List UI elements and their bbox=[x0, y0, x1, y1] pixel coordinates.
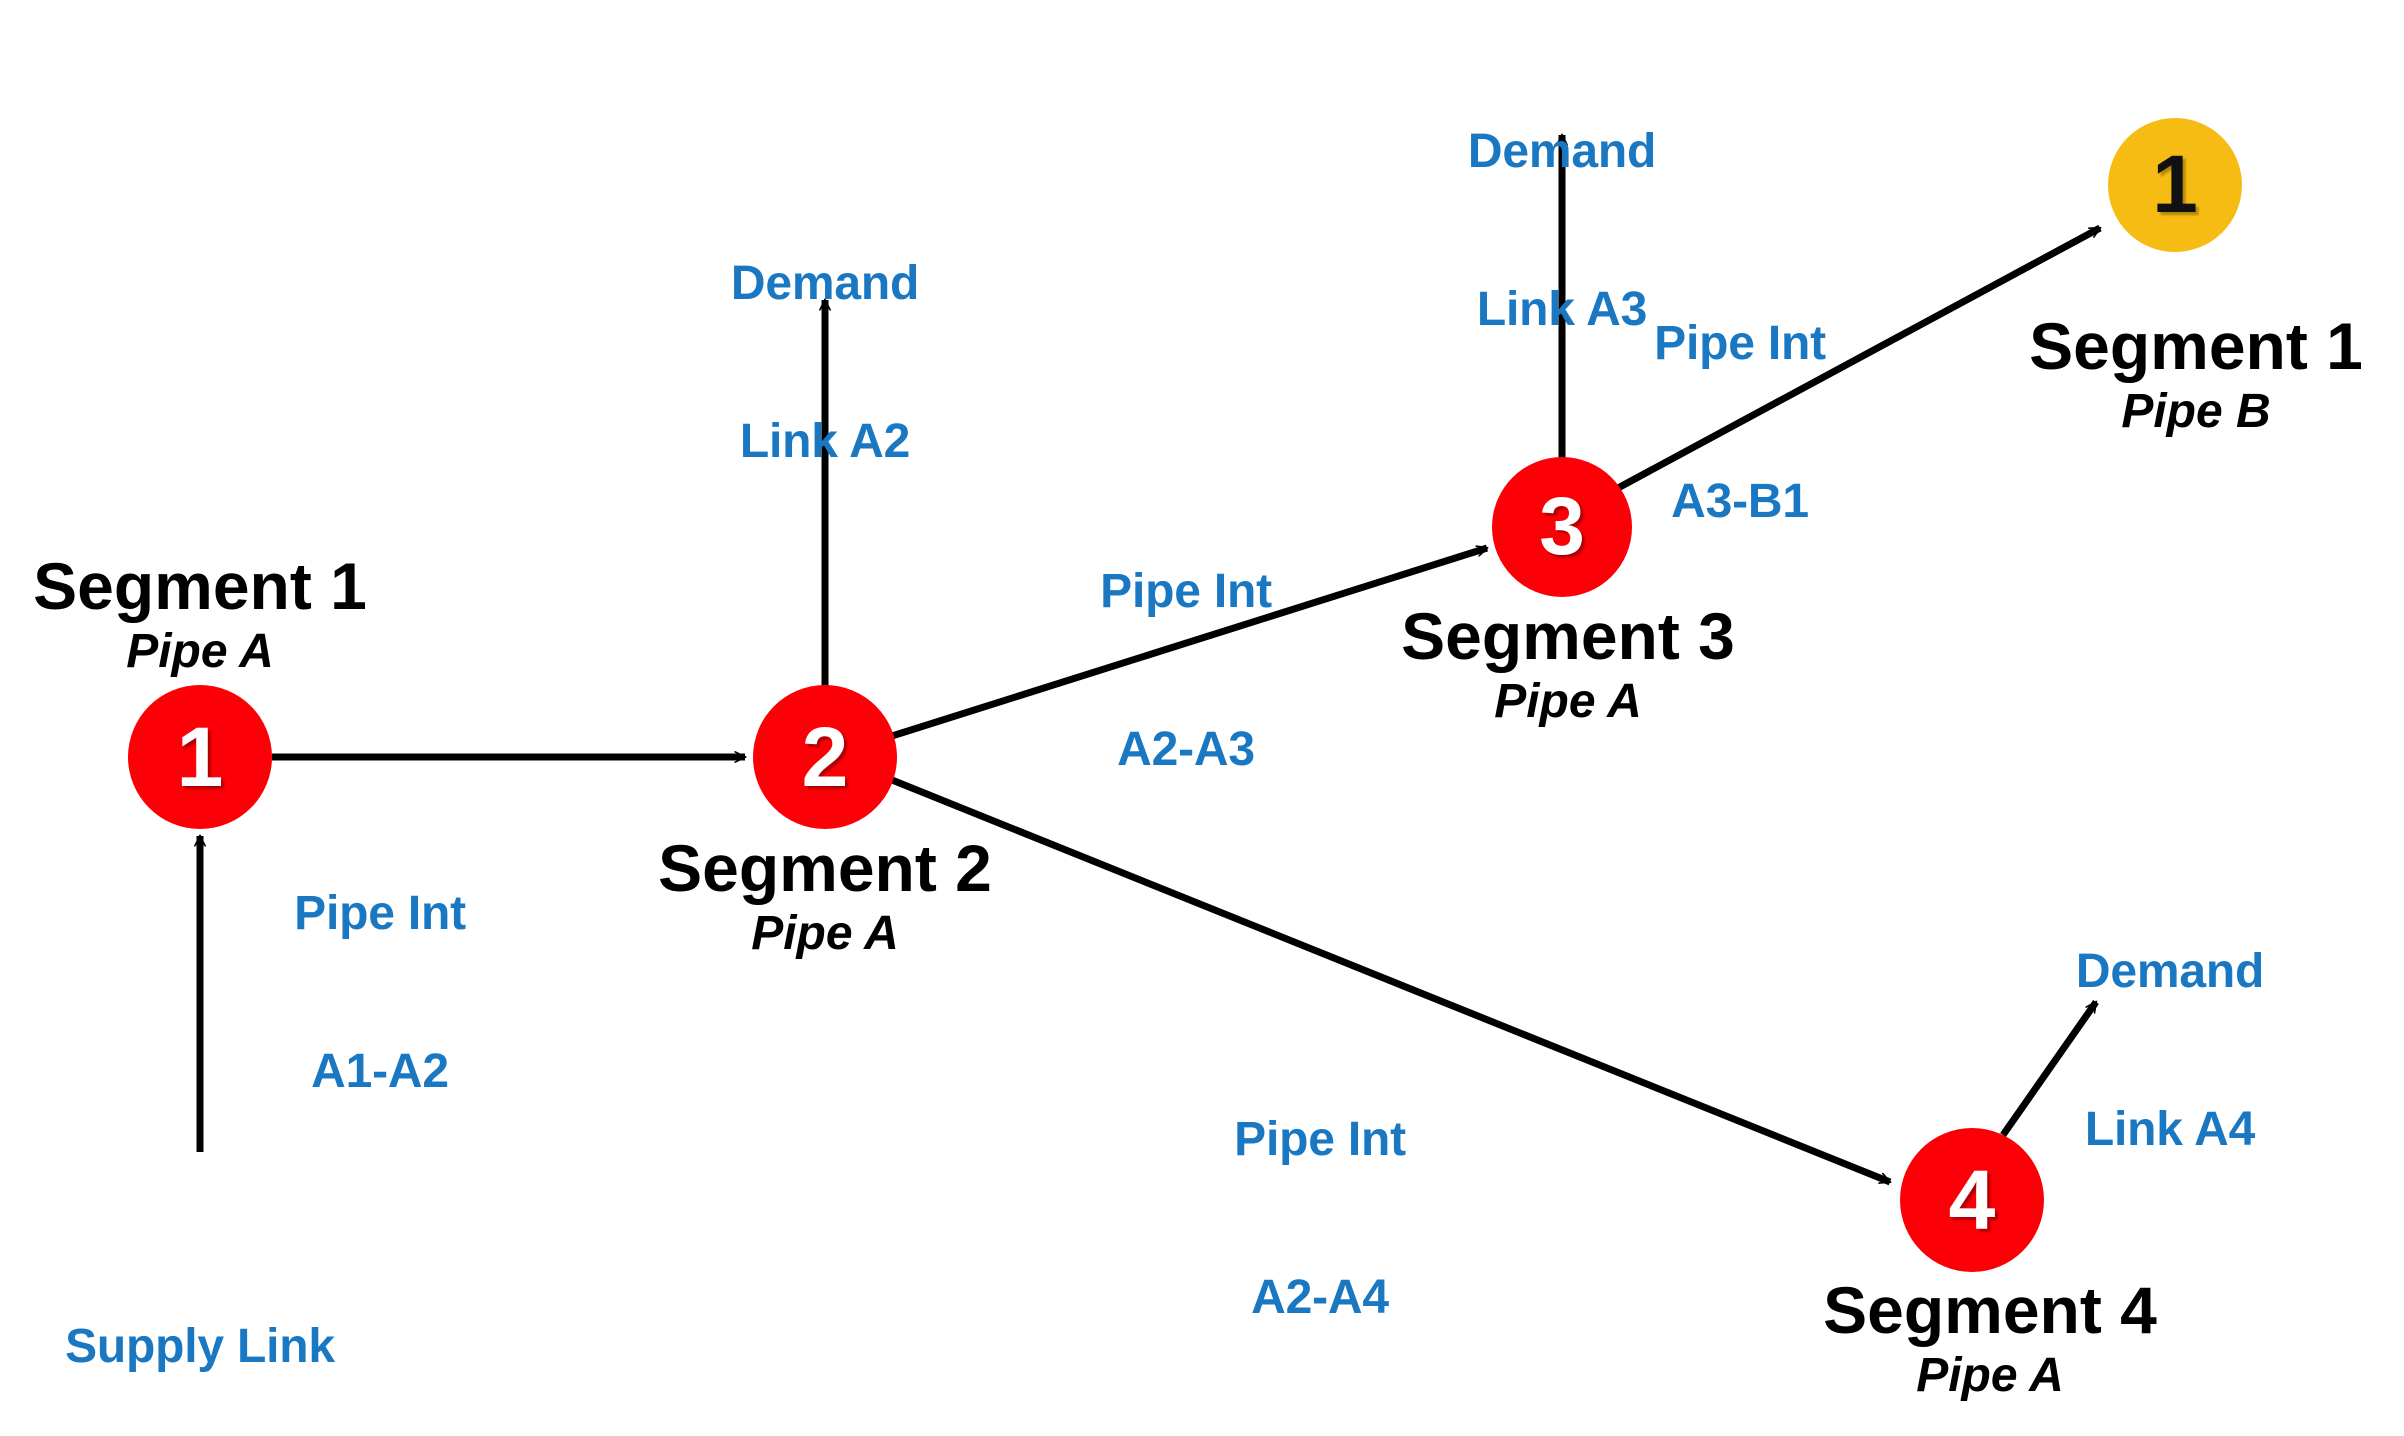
link-label-demand-a2: Demand Link A2 bbox=[625, 152, 1025, 574]
link-label-pipe-a2-a4: Pipe Int A2-A4 bbox=[1120, 1008, 1520, 1430]
node-number-label: 2 bbox=[801, 710, 849, 804]
link-label-demand-a4: Demand Link A4 bbox=[1970, 840, 2370, 1262]
link-label-line-1: Pipe Int bbox=[1654, 316, 1826, 370]
link-label-line-1: Pipe Int bbox=[1234, 1112, 1406, 1166]
link-label-line-2: A2-A4 bbox=[1251, 1270, 1389, 1324]
segment-name-label: Segment 1 bbox=[2029, 309, 2363, 383]
segment-caption-4-pipe-a: Segment 4 Pipe A bbox=[1790, 1272, 2190, 1403]
link-label-line-1: Demand bbox=[730, 256, 920, 310]
link-label-line-2: A2-A3 bbox=[1117, 722, 1255, 776]
link-label-line-1: Demand bbox=[1467, 124, 1657, 178]
link-label-line-1: Pipe Int bbox=[1100, 564, 1272, 618]
node-number-label: 4 bbox=[1948, 1153, 1996, 1247]
node-segment-2-pipe-a[interactable]: 2 bbox=[753, 685, 897, 829]
edge-pipe-a2-a3 bbox=[890, 544, 1487, 740]
node-segment-1-pipe-b[interactable]: 1 bbox=[2108, 118, 2242, 252]
node-segment-1-pipe-a[interactable]: 1 bbox=[128, 685, 272, 829]
segment-caption-1-pipe-b: Segment 1 Pipe B bbox=[1996, 308, 2396, 439]
node-number-label: 1 bbox=[2152, 139, 2198, 230]
segment-name-label: Segment 1 bbox=[33, 549, 367, 623]
link-label-pipe-a3-b1: Pipe Int A3-B1 bbox=[1540, 212, 1940, 634]
link-label-line-1: Supply Link bbox=[65, 1319, 335, 1373]
pipe-name-label: Pipe A bbox=[126, 625, 274, 678]
link-label-line-1: Demand bbox=[2075, 944, 2265, 998]
pipe-name-label: Pipe A bbox=[751, 907, 899, 960]
pipe-name-label: Pipe A bbox=[1494, 675, 1642, 728]
segment-name-label: Segment 4 bbox=[1823, 1273, 2157, 1347]
segment-caption-1-pipe-a: Segment 1 Pipe A bbox=[0, 548, 400, 679]
link-label-pipe-a1-a2: Pipe Int A1-A2 bbox=[160, 782, 600, 1204]
pipe-name-label: Pipe A bbox=[1916, 1349, 2064, 1402]
link-label-line-2: Link A2 bbox=[739, 414, 911, 468]
node-segment-3-pipe-a[interactable]: 3 bbox=[1492, 457, 1632, 597]
node-number-label: 1 bbox=[176, 710, 224, 804]
link-label-line-1: Pipe Int bbox=[294, 886, 466, 940]
segment-caption-3-pipe-a: Segment 3 Pipe A bbox=[1368, 598, 1768, 729]
node-number-label: 3 bbox=[1539, 481, 1585, 572]
edge-pipe-a2-a4 bbox=[890, 776, 1890, 1186]
link-label-line-2: A1-A2 bbox=[311, 1044, 449, 1098]
link-label-line-2: A3-B1 bbox=[1671, 474, 1809, 528]
segment-caption-2-pipe-a: Segment 2 Pipe A bbox=[625, 830, 1025, 961]
segment-name-label: Segment 3 bbox=[1401, 599, 1735, 673]
edge-demand-a4 bbox=[2000, 999, 2099, 1138]
pipe-name-label: Pipe B bbox=[2121, 385, 2271, 438]
link-label-line-2: Link A3 bbox=[1476, 282, 1648, 336]
link-label-pipe-a2-a3: Pipe Int A2-A3 bbox=[986, 460, 1386, 882]
node-segment-4-pipe-a[interactable]: 4 bbox=[1900, 1128, 2044, 1272]
link-label-supply-a1: Supply Link A1 bbox=[0, 1215, 400, 1436]
edge-pipe-a3-b1 bbox=[1616, 224, 2102, 492]
link-label-line-2: Link A4 bbox=[2084, 1102, 2256, 1156]
segment-name-label: Segment 2 bbox=[658, 831, 992, 905]
